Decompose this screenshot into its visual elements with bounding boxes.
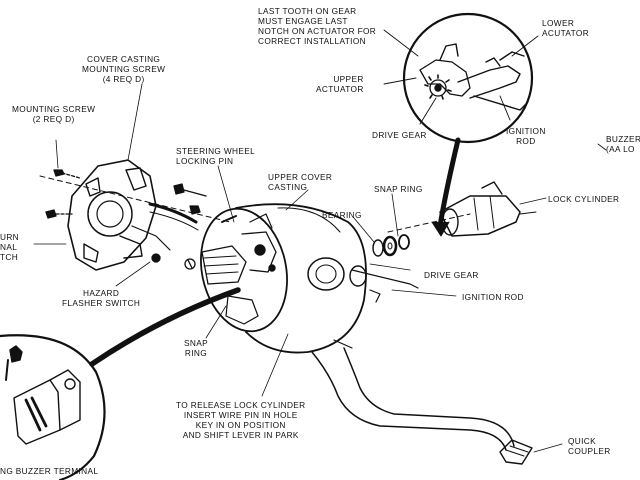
label-lock-cylinder: LOCK CYLINDER xyxy=(548,194,620,204)
label-lower-actuator: LOWER ACUTATOR xyxy=(542,18,590,38)
label-mounting-screw: MOUNTING SCREW (2 REQ D) xyxy=(12,104,96,124)
turn-signal-switch-drawing xyxy=(67,159,199,271)
label-bearing: BEARING xyxy=(322,210,362,220)
steering-column-housing xyxy=(200,203,515,451)
actuator-inset xyxy=(383,12,539,144)
buzzer-pointer-line xyxy=(89,287,241,367)
inset-pointer-arrow xyxy=(437,137,461,229)
label-drive-gear: DRIVE GEAR xyxy=(424,270,479,280)
label-ignition-rod: IGNITION ROD xyxy=(462,292,524,302)
label-steering-wheel-pin: STEERING WHEEL LOCKING PIN xyxy=(176,146,256,166)
label-upper-cover-casting: UPPER COVER CASTING xyxy=(268,172,333,192)
label-buzzer: BUZZER (AA LO xyxy=(606,134,640,154)
assembly-axis xyxy=(39,175,231,223)
lock-cylinder-group xyxy=(349,181,537,303)
label-drive-gear-inset: DRIVE GEAR xyxy=(372,130,427,140)
mounting-screws xyxy=(45,169,207,270)
label-buzzer-terminal: NG BUZZER TERMINAL xyxy=(0,466,99,476)
label-upper-actuator: UPPER ACTUATOR xyxy=(316,74,364,94)
label-hazard-flasher-switch: HAZARD FLASHER SWITCH xyxy=(62,288,141,308)
label-snap-ring-bottom: SNAP RING xyxy=(184,338,208,358)
label-turn-signal-switch: URN NAL TCH xyxy=(0,232,20,262)
leader-lines xyxy=(33,83,607,453)
label-last-tooth-note: LAST TOOTH ON GEAR MUST ENGAGE LAST NOTC… xyxy=(258,6,377,46)
quick-coupler-drawing xyxy=(499,439,533,465)
buzzer-terminal-inset xyxy=(0,334,106,480)
label-cover-casting-screw: COVER CASTING MOUNTING SCREW (4 REQ D) xyxy=(82,54,166,84)
label-release-instructions: TO RELEASE LOCK CYLINDER INSERT WIRE PIN… xyxy=(176,400,306,440)
label-ignition-rod-inset: IGNITION ROD xyxy=(506,126,546,146)
label-snap-ring-top: SNAP RING xyxy=(374,184,423,194)
label-quick-coupler: QUICK COUPLER xyxy=(568,436,611,456)
